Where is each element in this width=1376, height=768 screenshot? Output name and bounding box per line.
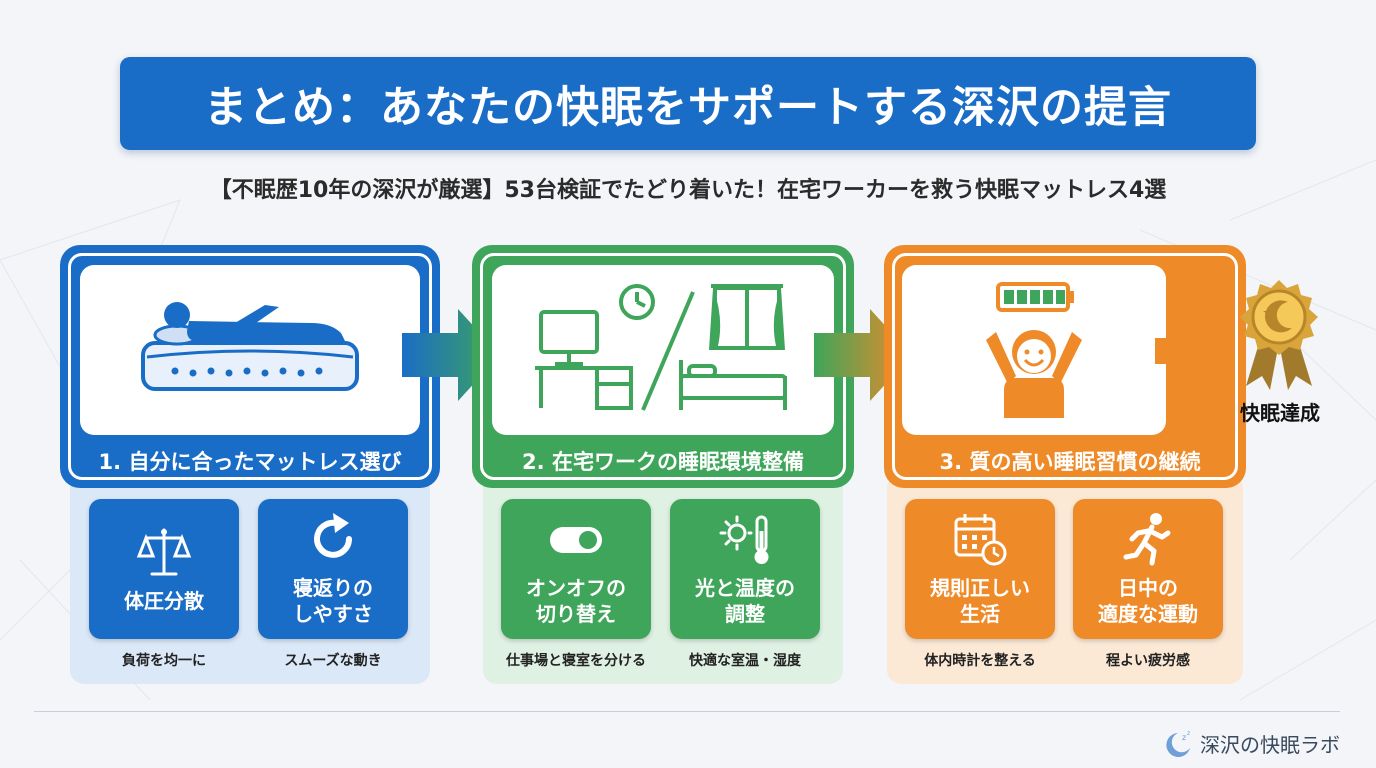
card-caption: 程よい疲労感 [1106,653,1190,669]
card-caption: 体内時計を整える [924,653,1036,669]
running-person-icon [1123,513,1171,566]
goal-label: 快眠達成 [1240,401,1320,425]
card-title: 日中の 適度な運動 [1098,576,1198,626]
step-2-illustration [492,265,834,435]
balance-scale-icon [136,528,192,576]
step-1-illustration [80,265,420,435]
page-title: まとめ：あなたの快眠をサポートする深沢の提言 [204,82,1172,133]
moon-zzz-icon: z z [1166,730,1190,757]
card-title: オンオフの 切り替え [526,576,626,626]
toggle-switch-icon [550,527,602,553]
card-caption: スムーズな動き [284,653,382,669]
step-2-label: 2. 在宅ワークの睡眠環境整備 [522,450,804,474]
brand-logo: z z 深沢の快眠ラボ [1162,728,1340,758]
desk-and-bed-icon [535,284,787,411]
svg-text:z: z [1187,730,1190,737]
card-regular-life: 規則正しい 生活 [905,499,1055,639]
card-body-pressure: 体圧分散 [89,499,239,639]
energized-person-icon [986,282,1082,418]
arrow-right-icon [1155,320,1231,382]
brand-name: 深沢の快眠ラボ [1200,732,1340,757]
calendar-clock-icon [954,514,1007,566]
card-title: 規則正しい 生活 [930,576,1030,626]
card-caption: 負荷を均一に [122,653,206,669]
card-title: 光と温度の 調整 [695,576,795,626]
card-caption: 仕事場と寝室を分ける [506,653,646,669]
step-3-label: 3. 質の高い睡眠習慣の継続 [939,450,1201,474]
person-on-mattress-icon [141,302,359,391]
card-light-temperature: 光と温度の 調整 [670,499,820,639]
svg-text:z: z [1182,733,1186,742]
medal-icon [1240,280,1318,390]
title-banner: まとめ：あなたの快眠をサポートする深沢の提言 [120,57,1256,150]
sun-thermometer-icon [719,515,769,564]
card-on-off: オンオフの 切り替え [501,499,651,639]
card-caption: 快適な室温・湿度 [689,653,801,669]
page-subtitle: 【不眠歴10年の深沢が厳選】53台検証でたどり着いた！在宅ワーカーを救う快眠マッ… [209,178,1167,203]
card-turning-over: 寝返りの しやすさ [258,499,408,639]
card-daytime-exercise: 日中の 適度な運動 [1073,499,1223,639]
rotate-arrow-icon [314,513,352,558]
card-title: 体圧分散 [124,589,204,613]
step-3-illustration [902,265,1166,435]
footer-divider [34,711,1340,712]
card-title: 寝返りの しやすさ [293,576,373,626]
step-1-label: 1. 自分に合ったマットレス選び [98,450,402,474]
